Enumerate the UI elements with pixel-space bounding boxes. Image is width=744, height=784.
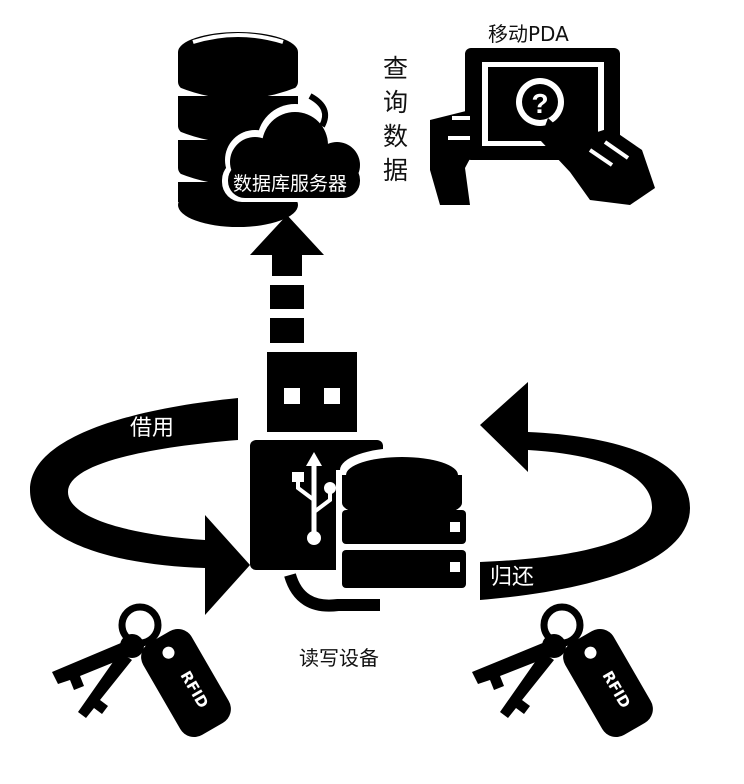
upload-arrow-icon bbox=[250, 215, 324, 343]
query-data-char: 查 bbox=[383, 54, 409, 83]
return-label: 归还 bbox=[490, 565, 534, 590]
db-server-label: 数据库服务器 bbox=[233, 173, 347, 195]
database-cloud-icon bbox=[176, 32, 366, 227]
rfid-key-tag-icon bbox=[472, 603, 653, 738]
borrow-arrow-icon bbox=[30, 398, 250, 615]
return-arrow-icon bbox=[480, 382, 690, 600]
tablet-hand-question-icon: ? bbox=[430, 48, 655, 205]
borrow-label: 借用 bbox=[130, 416, 174, 441]
usb-database-reader-icon bbox=[284, 448, 468, 612]
query-data-char: 数 bbox=[383, 122, 409, 151]
query-data-char: 询 bbox=[383, 88, 409, 117]
mobile-pda-label: 移动PDA bbox=[488, 22, 569, 46]
rfid-key-tag-icon bbox=[52, 603, 231, 738]
query-data-char: 据 bbox=[383, 156, 409, 185]
reader-device-label: 读写设备 bbox=[299, 646, 379, 670]
query-data-label: 查 询 数 据 bbox=[383, 56, 408, 192]
svg-text:?: ? bbox=[531, 88, 548, 119]
